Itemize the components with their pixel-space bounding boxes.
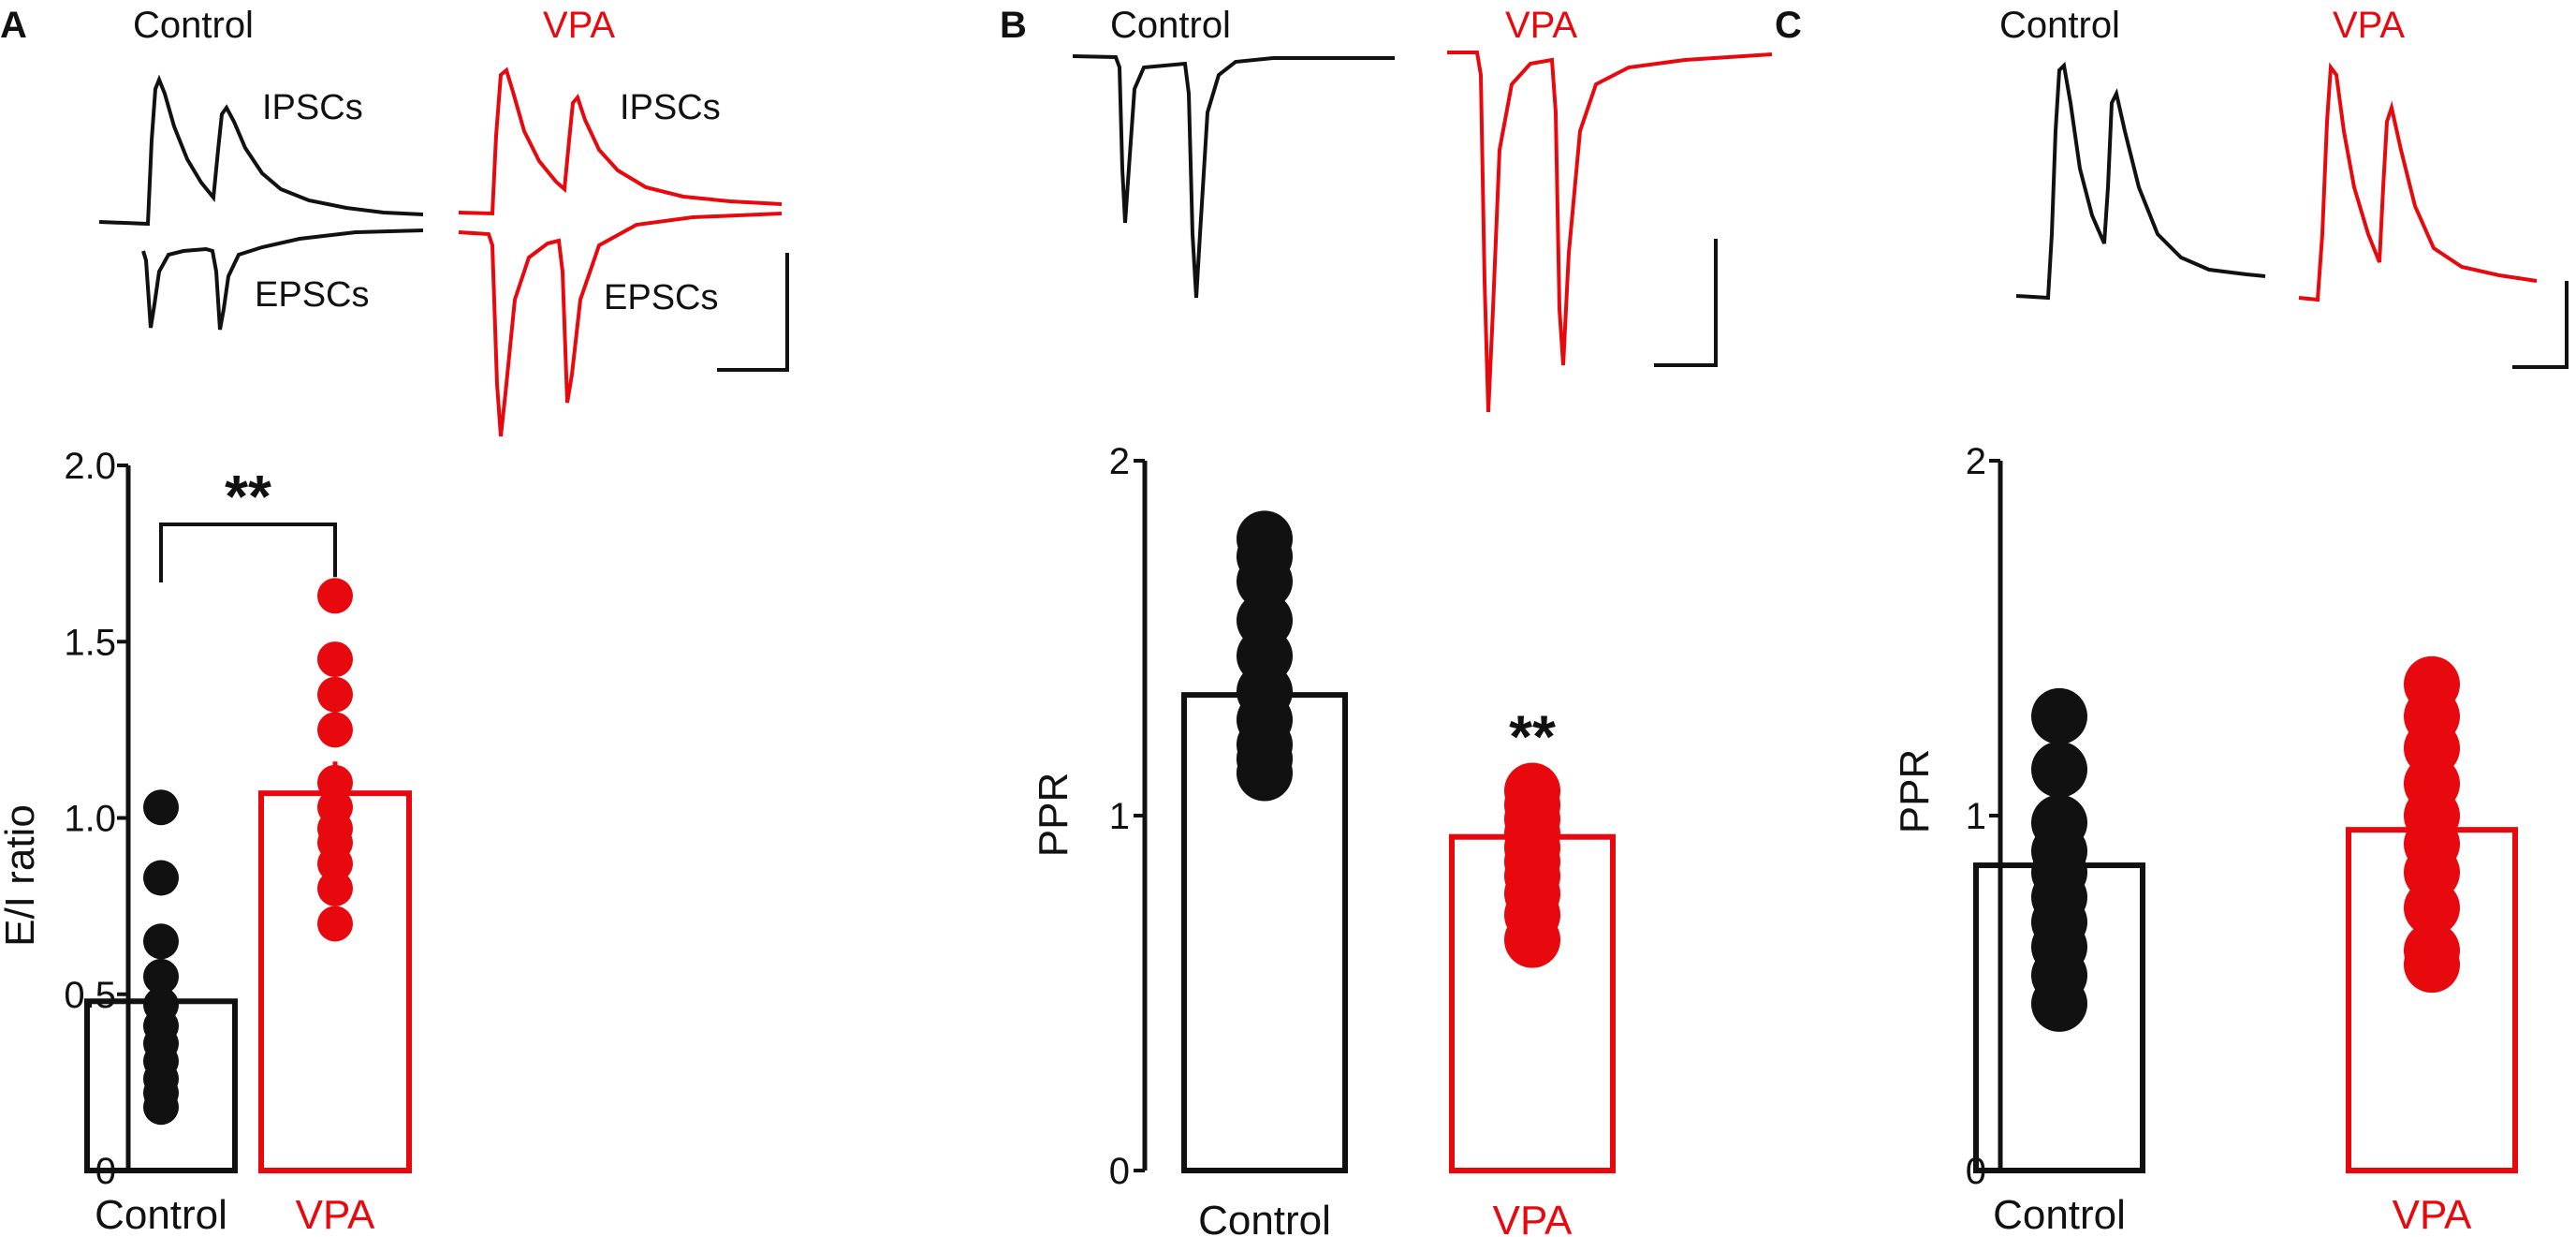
panel-letter-c: C — [1775, 5, 1802, 46]
y-tick-label: 1.5 — [64, 622, 116, 663]
y-tick-label: 1.0 — [64, 799, 116, 840]
data-point — [317, 641, 353, 678]
ipsc-trace-vpa — [458, 66, 783, 216]
trace-label-control-b: Control — [1110, 5, 1231, 46]
significance-label: ** — [1509, 702, 1556, 770]
data-point — [143, 789, 179, 826]
data-point — [2031, 741, 2087, 798]
data-point — [317, 846, 353, 882]
data-point — [1237, 552, 1293, 610]
y-tick-label: 2.0 — [64, 446, 116, 487]
trace-label-epscs-vpa: EPSCs — [604, 278, 718, 317]
data-point — [2404, 879, 2460, 936]
trace-label-vpa-a: VPA — [543, 5, 615, 46]
data-point — [2031, 687, 2087, 744]
panel-a: A Control VPA IPSCs EPSCs IPSCs EPSCs — [0, 5, 789, 437]
ppr-trace-vpa-b — [1447, 51, 1773, 413]
data-point — [317, 676, 353, 713]
category-label: VPA — [2393, 1192, 2472, 1237]
trace-label-epscs-control: EPSCs — [255, 275, 369, 315]
data-point — [317, 764, 353, 801]
panel-b: B Control VPA — [1000, 5, 1773, 413]
ipsc-trace-control — [98, 74, 424, 227]
data-point — [1237, 744, 1293, 802]
ppr-trace-control-c — [2015, 61, 2266, 301]
y-tick-label: 1 — [1109, 796, 1130, 837]
category-label: Control — [1993, 1192, 2126, 1237]
panel-letter-a: A — [0, 5, 27, 46]
data-point — [143, 923, 179, 960]
significance-label: ** — [225, 463, 271, 530]
data-point — [317, 906, 353, 942]
panel-c: C Control VPA — [1775, 5, 2569, 369]
ppr-trace-vpa-c — [2298, 62, 2538, 302]
y-tick-label: 1 — [1966, 796, 1986, 837]
trace-label-control-a: Control — [133, 5, 254, 46]
data-point — [2031, 975, 2087, 1032]
data-point — [1504, 911, 1560, 968]
category-label: VPA — [296, 1192, 375, 1237]
epsc-trace-vpa — [458, 212, 783, 437]
scale-bar-b — [1654, 239, 1718, 367]
category-label: Control — [95, 1192, 227, 1237]
trace-label-ipscs-control: IPSCs — [262, 88, 363, 127]
data-point — [143, 1089, 179, 1126]
trace-label-ipscs-vpa: IPSCs — [620, 88, 721, 127]
y-tick-label: 2 — [1109, 441, 1130, 482]
data-point — [143, 860, 179, 896]
scale-bar-a — [717, 253, 789, 372]
trace-label-vpa-c: VPA — [2333, 5, 2405, 46]
data-point — [317, 870, 353, 906]
category-label: Control — [1198, 1198, 1331, 1237]
data-point — [2404, 936, 2460, 994]
scale-bar-c — [2512, 281, 2569, 369]
category-label: VPA — [1493, 1198, 1573, 1237]
y-axis-label: E/I ratio — [0, 804, 43, 947]
y-axis-label: PPR — [1031, 773, 1076, 857]
epsc-trace-control — [141, 228, 424, 331]
data-point — [317, 712, 353, 748]
trace-label-vpa-b: VPA — [1505, 5, 1577, 46]
y-tick-label: 2 — [1966, 441, 1986, 482]
panel-letter-b: B — [1000, 5, 1027, 46]
y-tick-label: 0 — [1109, 1151, 1130, 1192]
data-point — [143, 958, 179, 994]
trace-label-control-c: Control — [1999, 5, 2120, 46]
significance-bracket — [159, 523, 337, 582]
ppr-trace-control-b — [1072, 54, 1395, 299]
y-tick-label: 0.5 — [64, 975, 116, 1016]
y-axis-label: PPR — [1892, 749, 1938, 833]
data-point — [317, 578, 353, 614]
